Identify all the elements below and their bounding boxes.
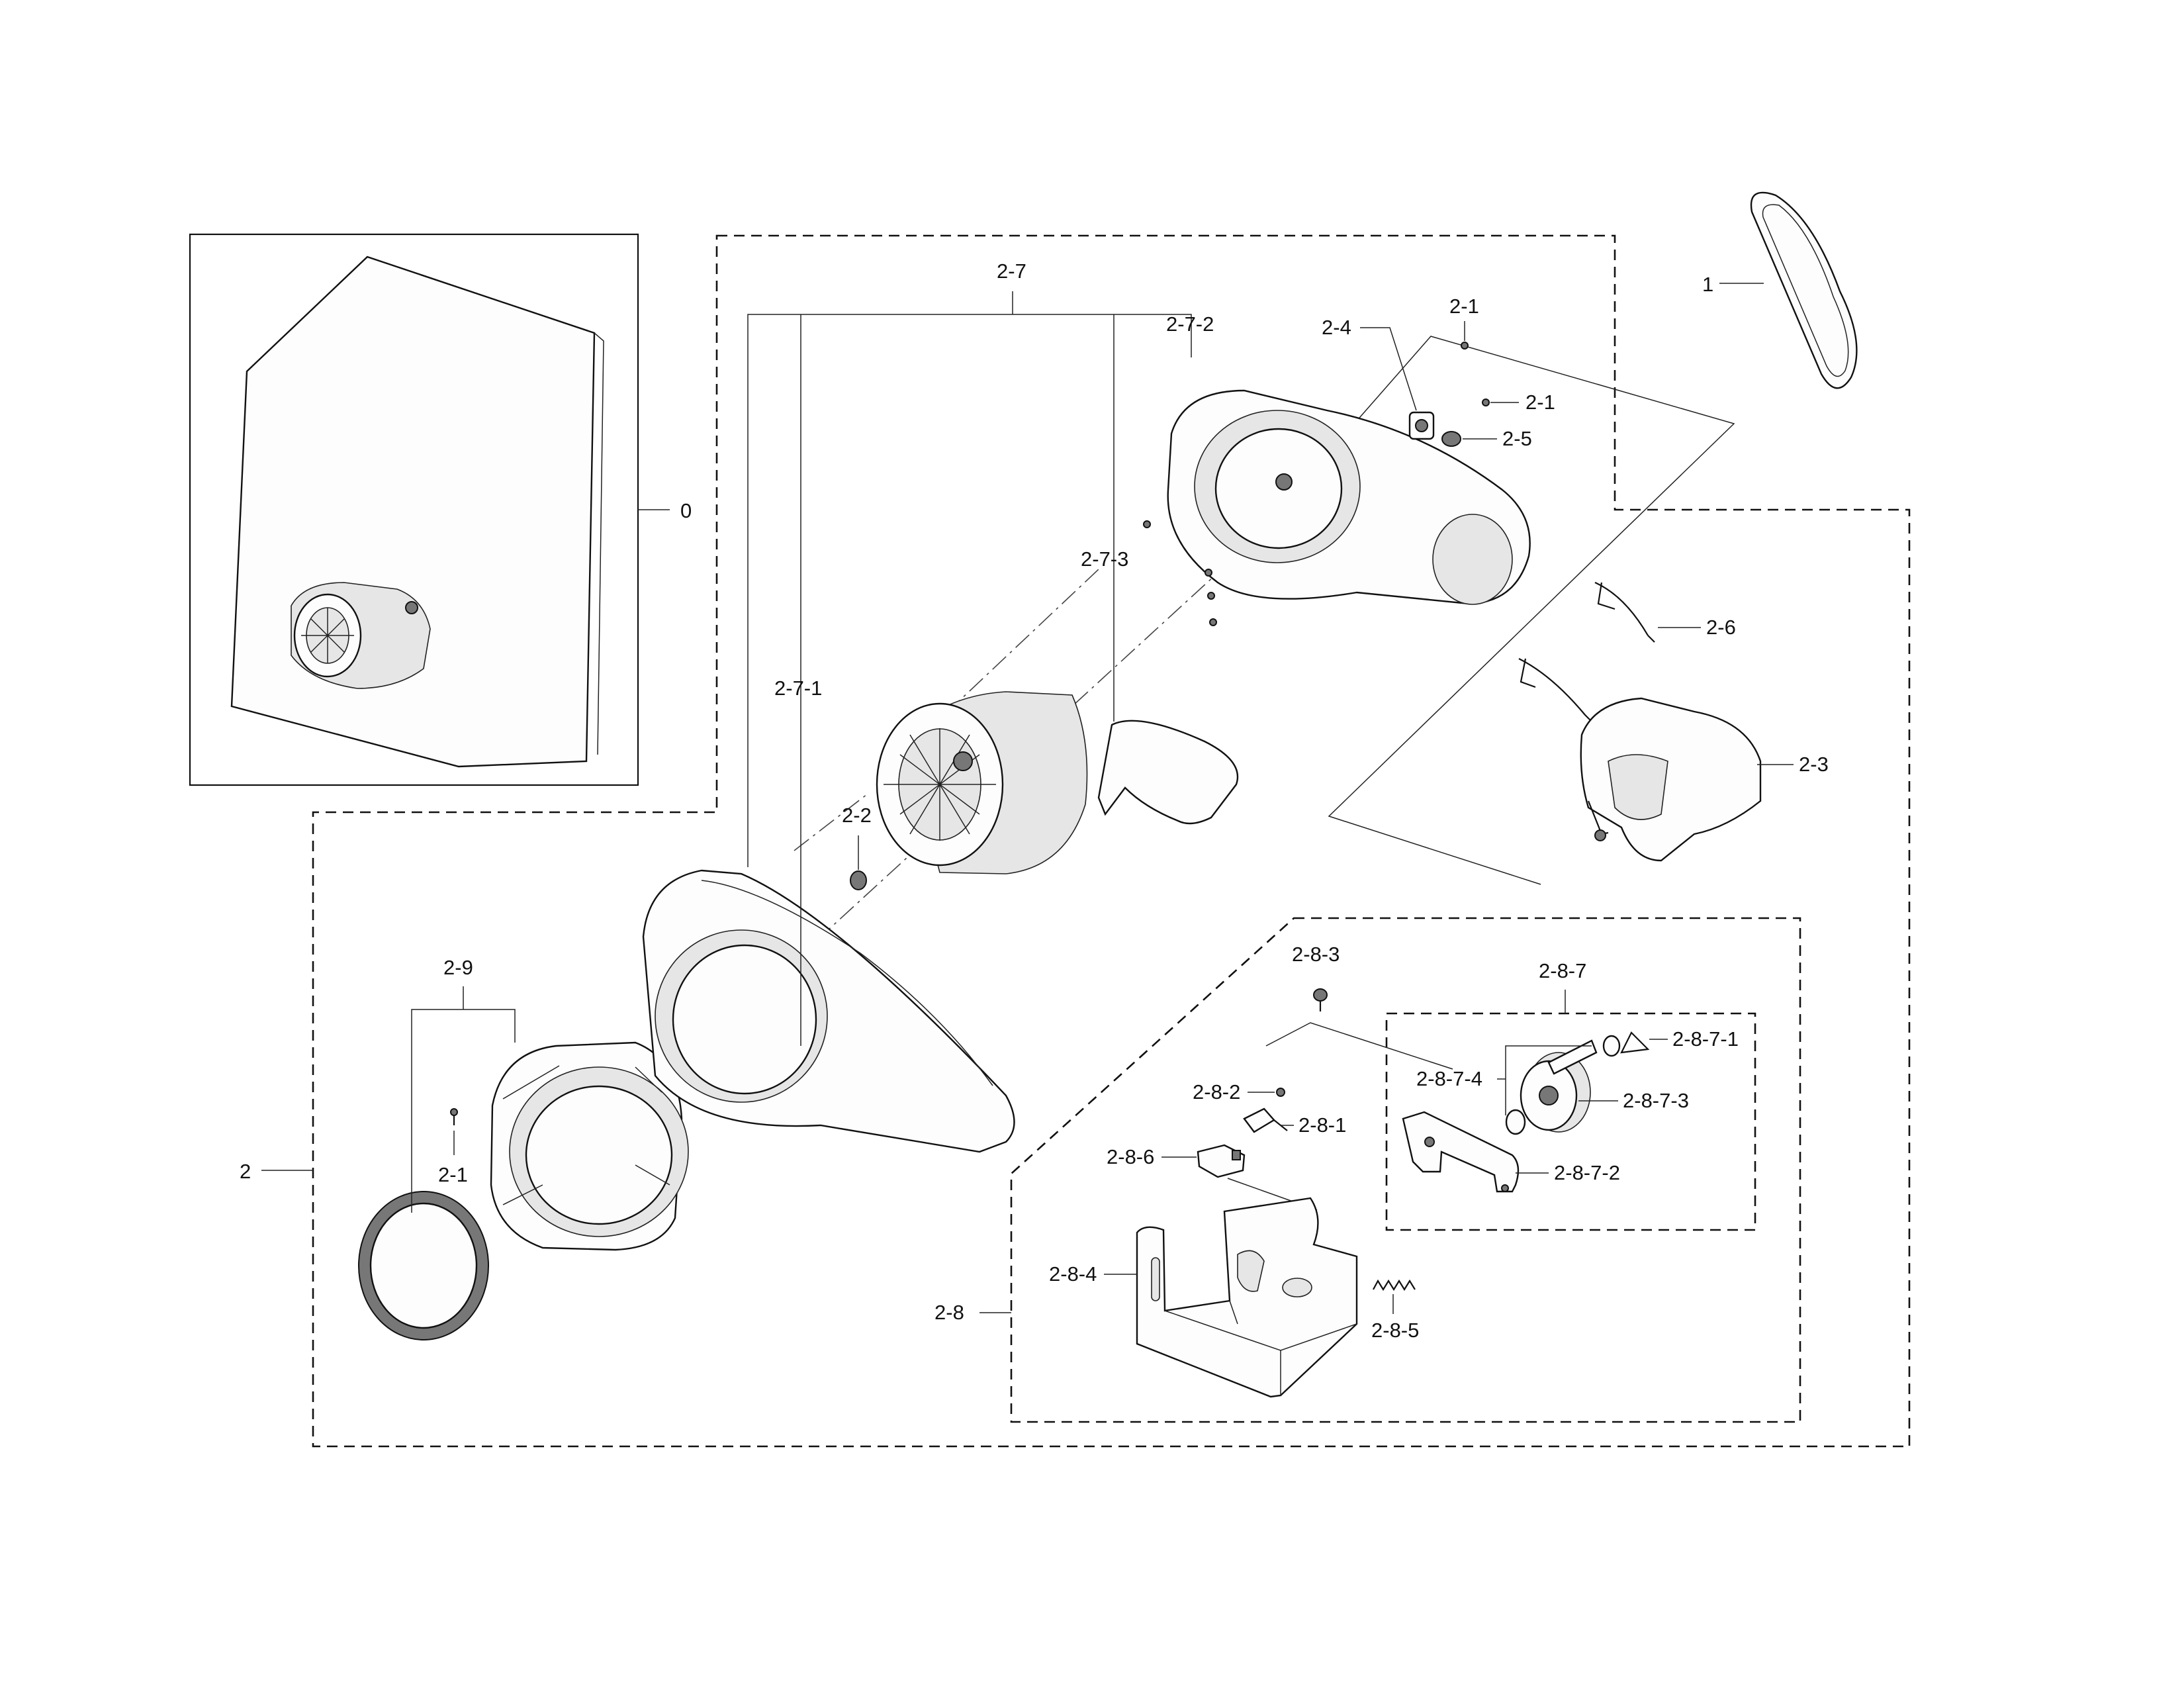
label-2-4: 2-4	[1322, 316, 1351, 339]
label-2-6: 2-6	[1706, 616, 1736, 639]
label-2-8-7-1: 2-8-7-1	[1672, 1027, 1739, 1051]
rear-blower-housing	[642, 869, 1015, 1153]
label-2-2: 2-2	[842, 804, 872, 827]
switch-2-8-1	[1243, 1107, 1288, 1133]
label-2-8: 2-8	[934, 1301, 964, 1324]
blower-duct-cover	[1097, 720, 1239, 825]
front-housing-gasket	[358, 1191, 489, 1340]
label-2-8-1: 2-8-1	[1298, 1113, 1346, 1137]
label-2-8-2: 2-8-2	[1193, 1080, 1240, 1103]
rear-blower-cover	[1167, 389, 1531, 605]
label-2-8-7-2: 2-8-7-2	[1554, 1161, 1620, 1184]
assembly-2-dashed-boundary	[312, 234, 1911, 1448]
screw-2-1-top	[1461, 342, 1490, 406]
label-2-8-3: 2-8-3	[1292, 943, 1340, 966]
label-2-3: 2-3	[1799, 753, 1829, 776]
idler-pulley-2-8-7-3	[1520, 1052, 1591, 1133]
label-1: 1	[1702, 273, 1713, 296]
label-0: 0	[680, 499, 692, 522]
label-2-5: 2-5	[1502, 427, 1532, 450]
label-2-8-7: 2-8-7	[1539, 959, 1586, 982]
thermistor-2-5	[1441, 431, 1461, 447]
label-2-7-3: 2-7-3	[1081, 547, 1128, 571]
idler-shaft-2-8-7-4	[1505, 1035, 1621, 1135]
blower-fan-wheel	[876, 691, 1088, 874]
label-2-7: 2-7	[997, 259, 1026, 283]
label-2-7-2: 2-7-2	[1166, 312, 1214, 336]
screw-2-8-3	[1313, 988, 1328, 1011]
dryer-cabinet-overview	[230, 256, 604, 768]
label-2-1-left: 2-1	[438, 1163, 468, 1186]
label-2-1-right: 2-1	[1525, 391, 1555, 414]
screw-2-8-2	[1276, 1088, 1285, 1097]
label-2-7-1: 2-7-1	[774, 677, 822, 700]
leader-2-4	[1360, 327, 1417, 411]
fan-nut	[850, 870, 867, 890]
e-ring-2-8-7-1	[1620, 1031, 1650, 1054]
bracket-2-7	[747, 314, 1192, 1046]
thermostat-2-4	[1408, 411, 1435, 440]
motor-mount-bracket	[1136, 1197, 1358, 1398]
idler-arm-2-8-7-2	[1402, 1111, 1520, 1193]
label-2-8-7-3: 2-8-7-3	[1623, 1089, 1689, 1112]
assembly-2-8-dashed-boundary	[1010, 917, 1801, 1423]
label-2-8-5: 2-8-5	[1371, 1319, 1419, 1342]
spring-2-8-5	[1373, 1279, 1416, 1291]
bracket-2-8-7-4	[1497, 1045, 1592, 1115]
overview-blower-assembly	[291, 582, 431, 689]
label-2-9: 2-9	[443, 956, 473, 979]
label-2: 2	[240, 1160, 251, 1183]
drive-belt	[1750, 191, 1858, 389]
front-fan-housing	[490, 1041, 689, 1251]
drive-motor	[1580, 697, 1762, 862]
label-2-8-7-4: 2-8-7-4	[1416, 1067, 1482, 1090]
label-2-8-6: 2-8-6	[1107, 1145, 1154, 1168]
label-2-1-top: 2-1	[1449, 295, 1479, 318]
sensor-2-8-6	[1197, 1144, 1246, 1178]
cover-screws	[1143, 520, 1217, 626]
screw-2-1-left	[450, 1108, 458, 1125]
label-2-8-4: 2-8-4	[1049, 1262, 1097, 1286]
